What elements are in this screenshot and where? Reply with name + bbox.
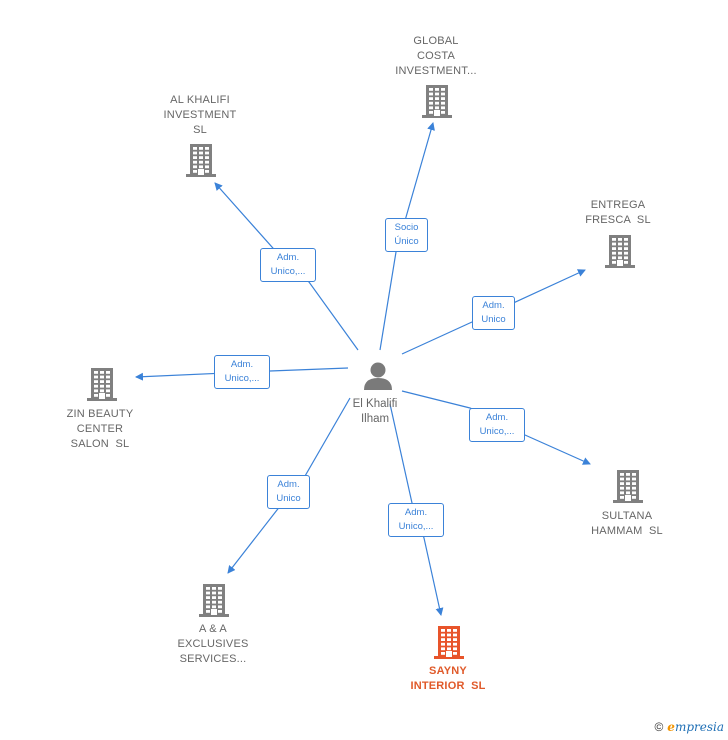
building-icon [186,144,216,177]
building-icon [613,470,643,503]
relation-edge-zin-beauty [135,367,349,381]
person-name[interactable]: El Khalifi Ilham [352,398,398,425]
relation-label-global-costa[interactable]: Socio Único [385,218,428,252]
person-icon[interactable] [364,362,392,391]
footer-brand: © empresia [654,720,724,734]
relation-label-sayny-interior[interactable]: Adm. Unico,... [388,503,444,537]
building-icon [199,584,229,617]
relation-label-al-khalifi[interactable]: Adm. Unico,... [260,248,316,282]
company-name-global-costa[interactable]: GLOBAL COSTA INVESTMENT... [395,35,477,77]
company-name-sultana-hammam[interactable]: SULTANA HAMMAM SL [591,510,663,537]
relation-label-entrega-fresca[interactable]: Adm. Unico [472,296,515,330]
company-name-zin-beauty[interactable]: ZIN BEAUTY CENTER SALON SL [66,408,134,450]
copyright-symbol: © [654,720,664,734]
company-name-al-khalifi[interactable]: AL KHALIFI INVESTMENT SL [163,94,237,136]
building-icon [605,235,635,268]
building-icon [434,626,464,659]
company-name-entrega-fresca[interactable]: ENTREGA FRESCA SL [585,199,651,226]
building-icon [422,85,452,118]
brand-logo[interactable]: empresia [667,720,724,734]
building-icon [87,368,117,401]
company-name-sayny-interior[interactable]: SAYNY INTERIOR SL [410,665,486,692]
relation-label-zin-beauty[interactable]: Adm. Unico,... [214,355,270,389]
relation-label-a-a-exclusives[interactable]: Adm. Unico [267,475,310,509]
company-name-a-a-exclusives[interactable]: A & A EXCLUSIVES SERVICES... [177,623,249,665]
relation-edge-global-costa [379,122,435,351]
relation-label-sultana-hammam[interactable]: Adm. Unico,... [469,408,525,442]
